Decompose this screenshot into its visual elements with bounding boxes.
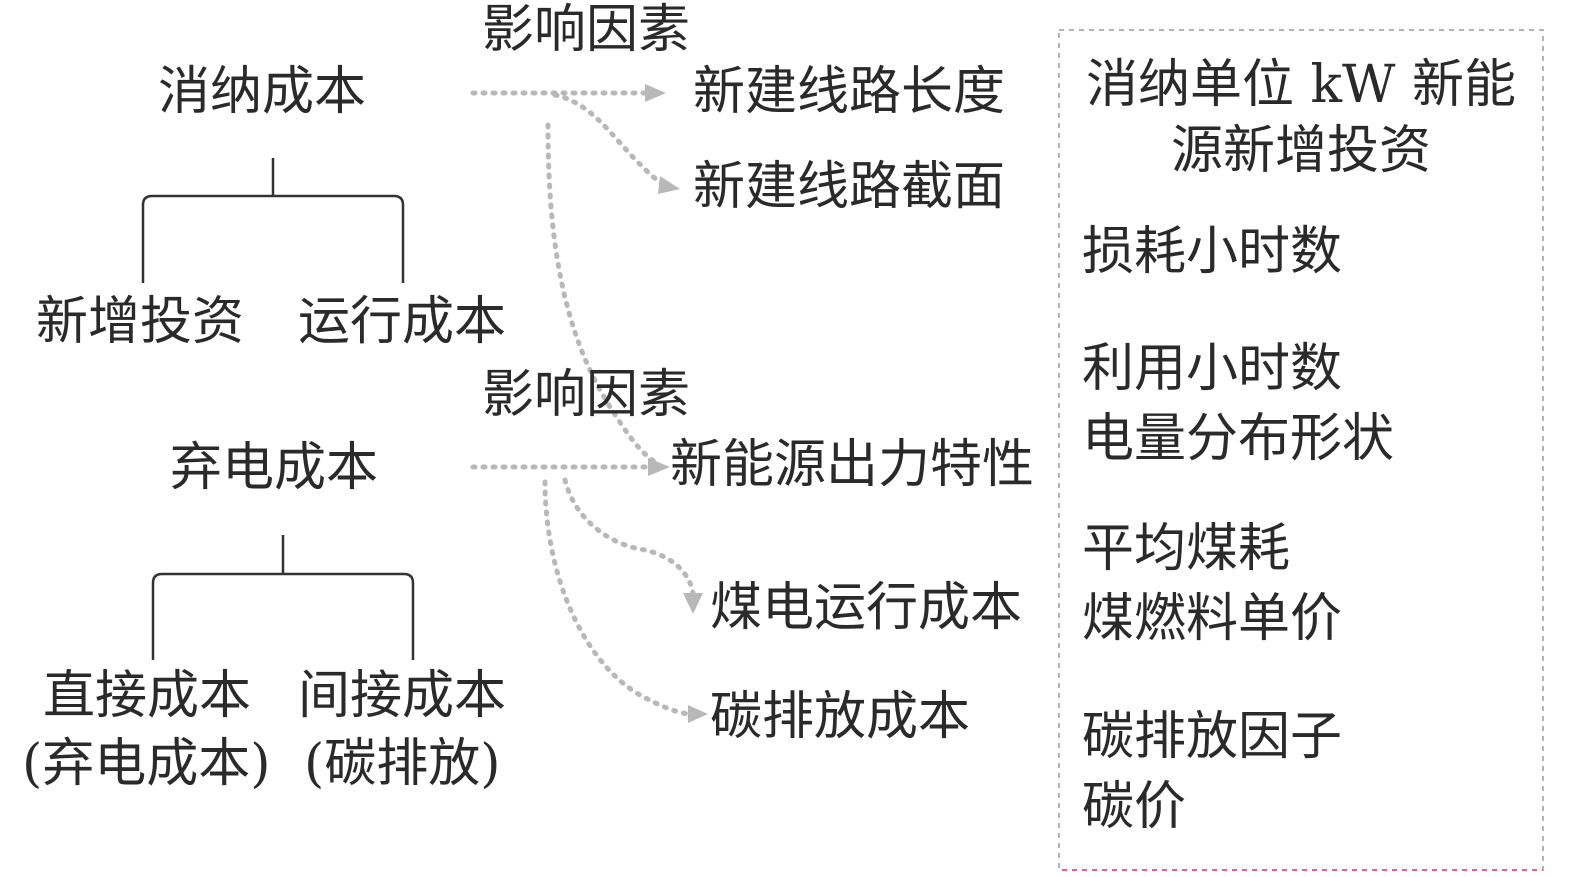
panel-item-loss-hours: 损耗小时数	[1082, 222, 1343, 282]
factor-renewable-output: 新能源出力特性	[670, 435, 1035, 495]
arrow-to-carbon-cost	[542, 479, 691, 717]
arrowhead-renewable-output	[648, 458, 670, 476]
arrowhead-carbon-cost	[688, 705, 708, 723]
panel-item-coal-price: 煤燃料单价	[1082, 589, 1343, 649]
factor-coal-operating-cost: 煤电运行成本	[710, 578, 1023, 638]
bottom-child-indirect-cost: 间接成本	[298, 666, 507, 726]
arrow-to-line-section	[552, 92, 665, 187]
arrowhead-line-section	[658, 176, 680, 194]
panel-item-utilization-hours: 利用小时数	[1082, 339, 1343, 399]
top-root-node: 消纳成本	[158, 62, 367, 122]
top-child-new-investment: 新增投资	[36, 292, 245, 352]
factor-line-length: 新建线路长度	[693, 62, 1006, 122]
panel-item-energy-distribution: 电量分布形状	[1082, 409, 1395, 469]
bottom-child-direct-cost: 直接成本	[43, 666, 252, 726]
factor-panel-border	[1058, 29, 1544, 871]
arrowhead-coal-cost	[683, 593, 703, 614]
panel-item-avg-coal-consumption: 平均煤耗	[1082, 519, 1291, 579]
factor-line-section: 新建线路截面	[693, 157, 1006, 217]
arrow-to-output-characteristics	[545, 122, 658, 465]
panel-title: 消纳单位 kW 新能源新增投资	[1085, 55, 1517, 181]
top-factors-label: 影响因素	[482, 0, 691, 60]
top-tree-bracket	[141, 194, 405, 283]
bottom-root-node: 弃电成本	[170, 438, 379, 498]
top-child-operating-cost: 运行成本	[298, 292, 507, 352]
arrowhead-line-length	[645, 84, 666, 102]
factor-carbon-cost: 碳排放成本	[710, 687, 971, 747]
panel-item-carbon-price: 碳价	[1082, 777, 1187, 837]
panel-item-carbon-factor: 碳排放因子	[1082, 707, 1343, 767]
arrow-to-coal-cost	[562, 477, 696, 596]
bottom-child-direct-cost-note: (弃电成本)	[22, 734, 271, 794]
bottom-factors-label: 影响因素	[482, 365, 691, 425]
bottom-child-indirect-cost-note: (碳排放)	[304, 734, 501, 794]
bottom-tree-bracket	[151, 572, 415, 660]
